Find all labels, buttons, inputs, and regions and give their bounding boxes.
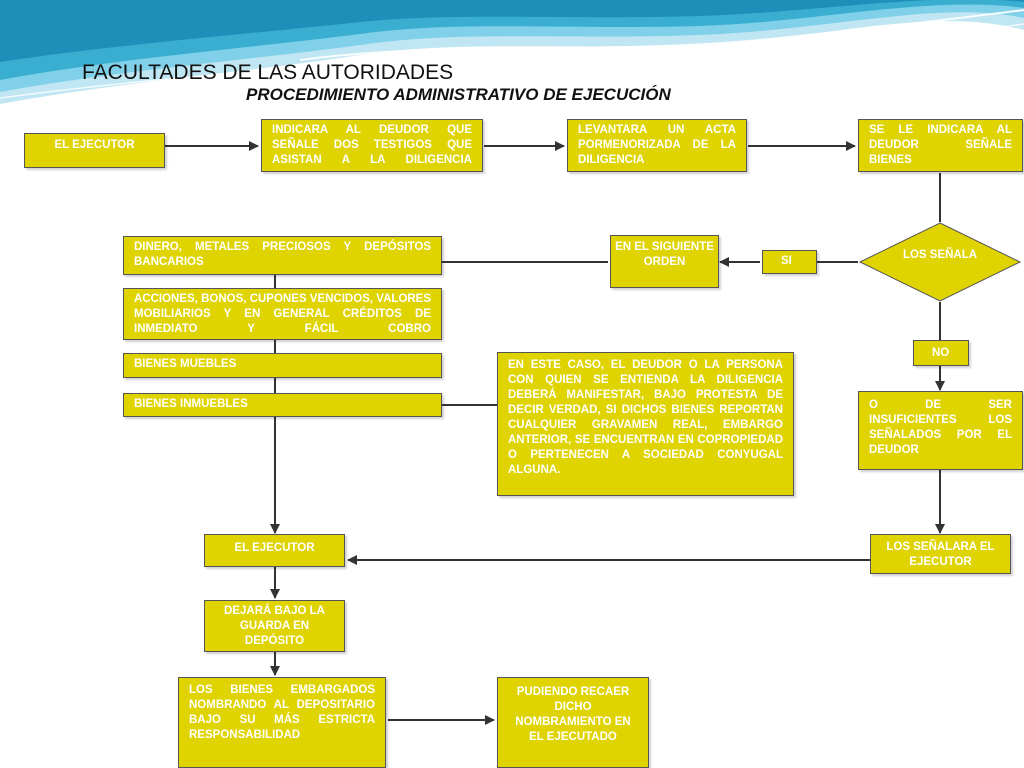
ejecutor-start-box: EL EJECUTOR [24,133,165,168]
header-wave-decoration [0,0,1024,104]
si-label-box: SI [762,250,817,274]
senale-bienes-box: SE LE INDICARA AL DEUDOR SEÑALE BIENES [858,119,1023,172]
testigos-box: INDICARA AL DEUDOR QUE SEÑALE DOS TESTIG… [261,119,483,172]
dinero-box: DINERO, METALES PRECIOSOS Y DEPÓSITOS BA… [123,236,442,275]
gravamen-note-box: EN ESTE CASO, EL DEUDOR O LA PERSONA CON… [497,352,794,496]
no-label-box: NO [913,340,969,366]
decision-diamond [858,222,1022,302]
page-subtitle: PROCEDIMIENTO ADMINISTRATIVO DE EJECUCIÓ… [246,85,671,104]
acta-box: LEVANTARA UN ACTA PORMENORIZADA DE LA DI… [567,119,747,172]
acciones-box: ACCIONES, BONOS, CUPONES VENCIDOS, VALOR… [123,288,442,340]
page-title: FACULTADES DE LAS AUTORIDADES [82,61,454,84]
guarda-deposito-box: DEJARÁ BAJO LA GUARDA EN DEPÓSITO [204,600,345,652]
ejecutor-end-box: EL EJECUTOR [204,534,345,567]
orden-box: EN EL SIGUIENTE ORDEN [610,235,719,288]
recaer-nombramiento-box: PUDIENDO RECAER DICHO NOMBRAMIENTO EN EL… [497,677,649,768]
bienes-embargados-box: LOS BIENES EMBARGADOS NOMBRANDO AL DEPOS… [178,677,386,768]
bienes-inmuebles-box: BIENES INMUEBLES [123,393,442,417]
insuficientes-box: O DE SER INSUFICIENTES LOS SEÑALADOS POR… [858,391,1023,470]
decision-label: LOS SEÑALA [902,249,978,261]
senalara-ejecutor-box: LOS SEÑALARA EL EJECUTOR [870,534,1011,574]
bienes-muebles-box: BIENES MUEBLES [123,353,442,378]
